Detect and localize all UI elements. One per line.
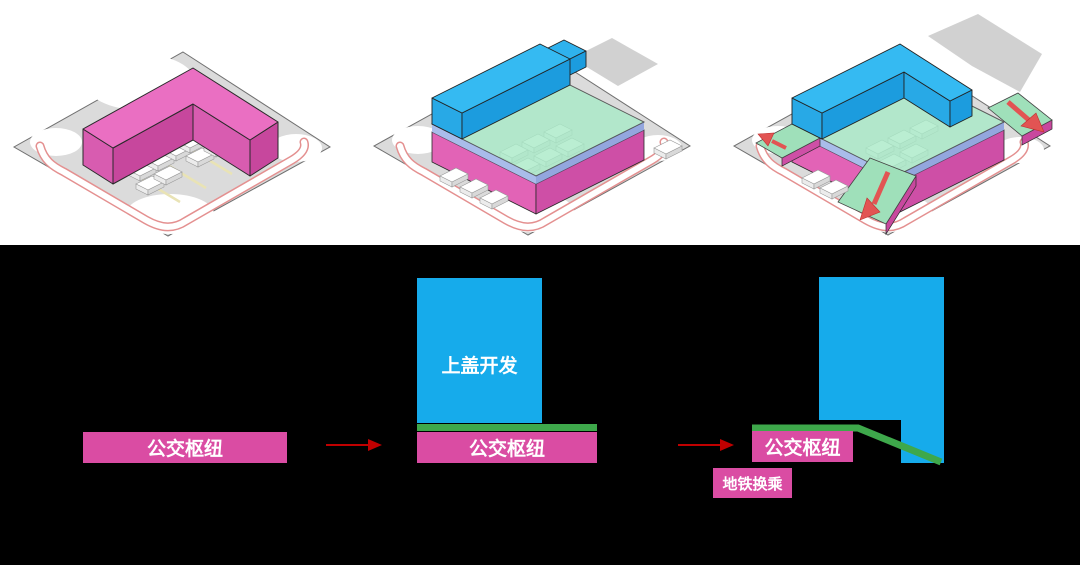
exit-arrow-front-icon [871,170,891,206]
stage3-deck-slope [752,424,943,466]
stage3-development-rect [819,277,944,420]
stage2-development-label: 上盖开发 [441,355,518,377]
development-block-blue [431,39,587,140]
stage1-hub-label: 公交枢纽 [146,438,223,460]
stage1-hub-bar: 公交枢纽 [83,432,287,463]
building-shadow [928,14,1042,92]
stage2-deck-bar [417,424,597,431]
exit-arrow-right-head-icon [1020,112,1045,133]
loop-road [37,139,308,230]
exit-arrow-right-icon [1006,100,1032,123]
building-shadow [572,38,658,86]
iso-model-bus-hub [12,51,331,237]
circulation-arrows [757,100,1045,221]
iso-model-hub-with-deck-development [372,38,691,236]
exit-arrow-front-head-icon [859,197,881,221]
deck-edge-band [432,122,644,184]
development-block-blue [791,43,973,140]
stage3-hub-label: 公交枢纽 [764,437,841,459]
stage3-metro-transfer-bar: 地铁换乘 [713,468,792,498]
concept-diagram-panel: 公交枢纽 上盖开发 公交枢纽 公交枢纽 地铁换乘 [0,245,1080,565]
flow-arrow-icon [678,439,734,451]
flow-arrow-icon [326,439,382,451]
stage2-hub-bar: 公交枢纽 [417,432,597,463]
stage2-development-rect: 上盖开发 [417,278,542,423]
exit-arrow-left-icon [771,139,787,150]
stage3-hub-bar: 公交枢纽 [752,431,853,462]
iso-model-hub-ramps-circulation [732,14,1053,236]
hub-building-pink [82,67,279,185]
exit-arrow-left-head-icon [757,132,775,147]
iso-models-row [0,0,1080,245]
stage3-metro-label: 地铁换乘 [722,474,783,493]
stage2-hub-label: 公交枢纽 [468,438,545,460]
